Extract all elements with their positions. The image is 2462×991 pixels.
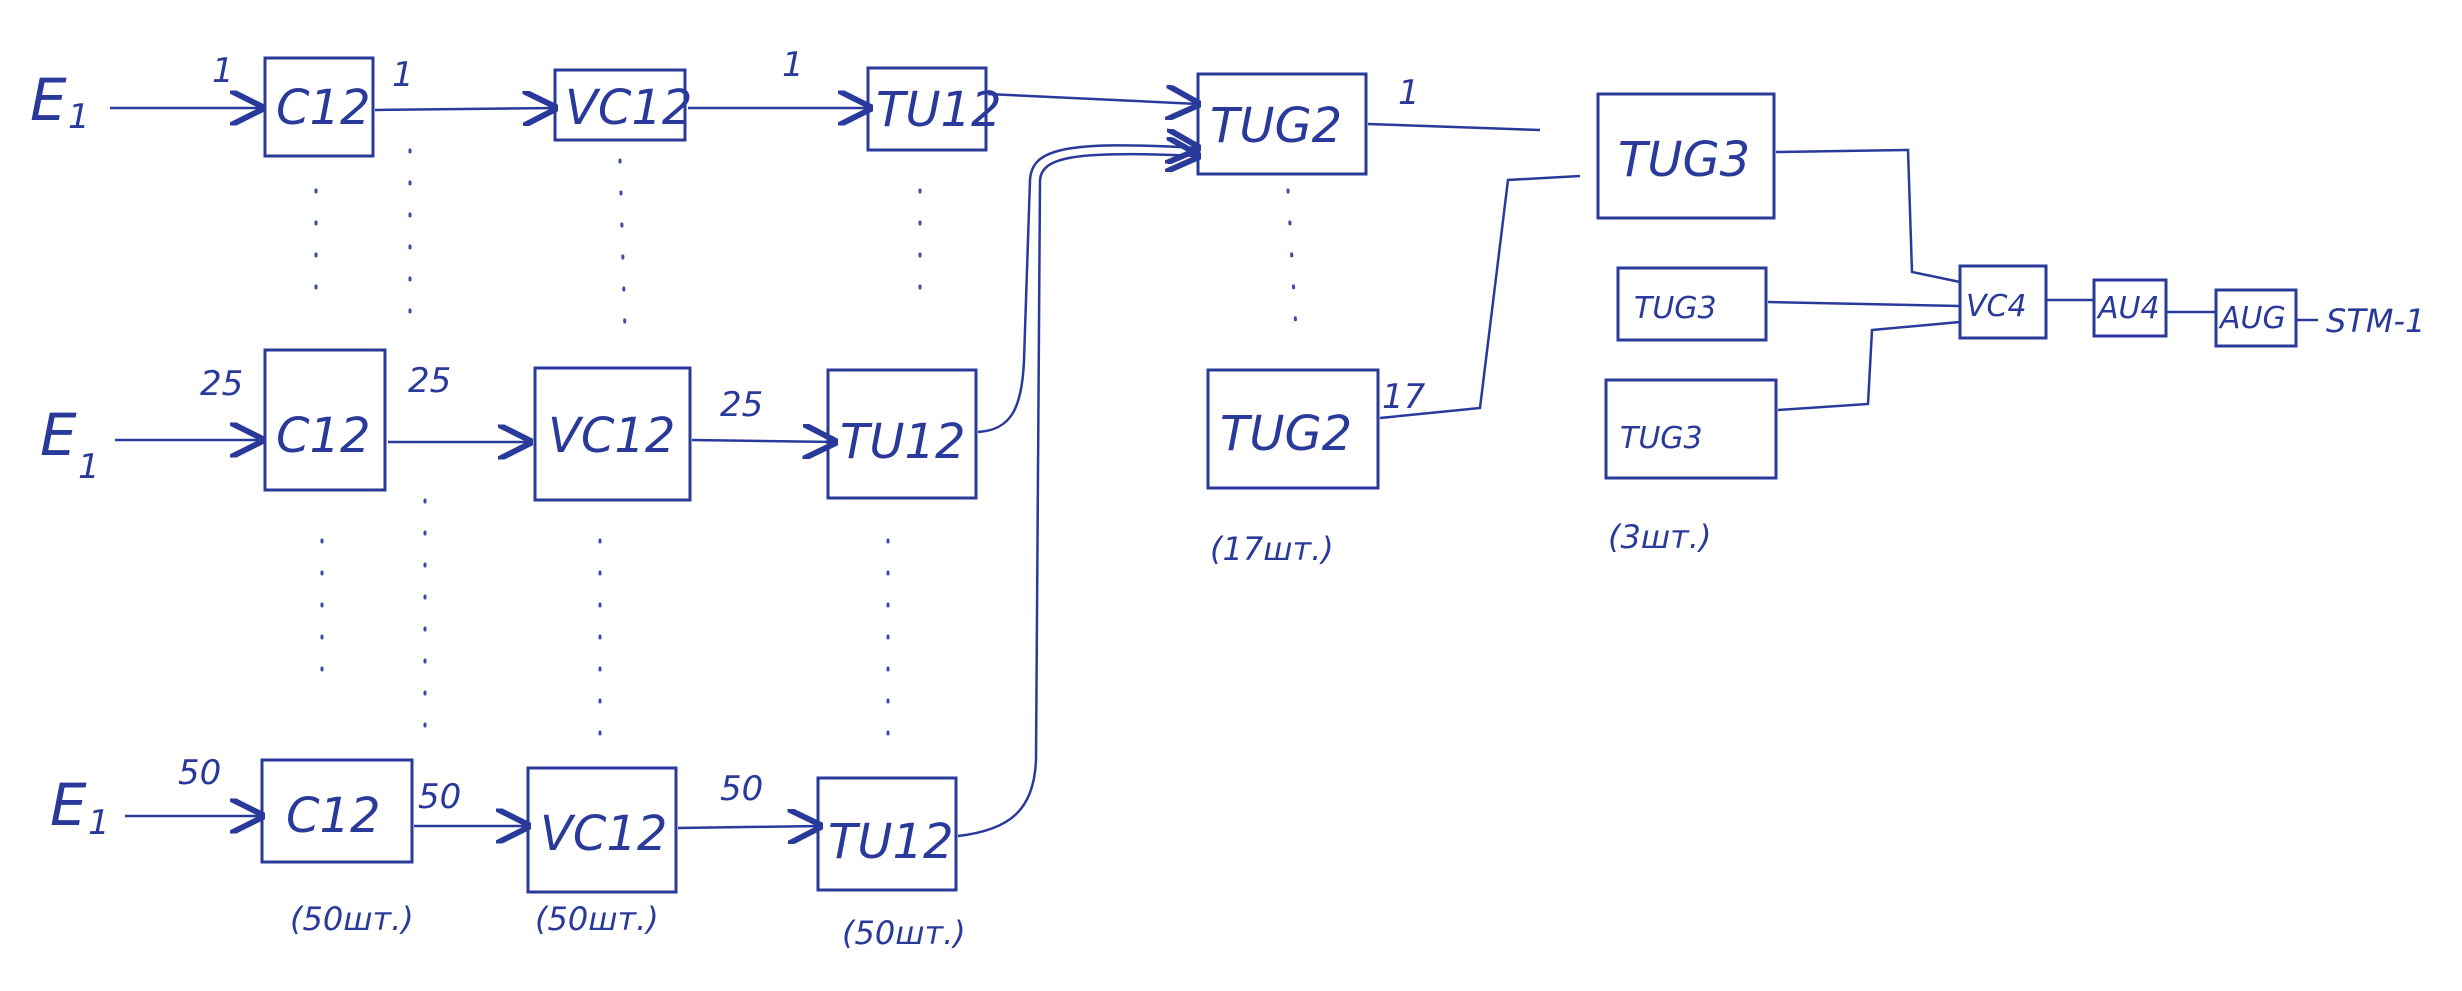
stm1-label: STM-1 [2326, 302, 2425, 340]
c12-box-row-2 [263, 348, 387, 492]
wire-tu12-to-tug2-row-1 [987, 94, 1198, 104]
aug-box [2214, 288, 2298, 348]
vc12-label-row-3: VC12 [540, 806, 667, 862]
c12-label-row-1: C12 [276, 80, 371, 136]
source-e1-row-1: E 1 [30, 66, 90, 137]
tu12-label-row-2: TU12 [840, 414, 966, 470]
source-label: E [40, 401, 77, 469]
c12-label-row-3: C12 [286, 788, 381, 844]
count-vc12: (50шт.) [535, 900, 659, 938]
vc12-output-number-25: 25 [720, 385, 763, 425]
tug2-box-bottom [1206, 368, 1380, 490]
source-label: E [50, 771, 87, 839]
vc12-box-row-3 [526, 766, 678, 894]
tug2-label-top: TUG2 [1210, 98, 1342, 154]
row-2: E 1 25 C12 25 VC12 25 TU12 [40, 145, 1198, 502]
vc12-label-row-1: VC12 [565, 80, 692, 136]
vc12-box-row-2 [533, 366, 692, 502]
aug-label: AUG [2218, 301, 2286, 336]
source-subscript: 1 [68, 97, 90, 137]
output-chain: VC4 AU4 AUG STM-1 [1958, 264, 2425, 348]
c12-output-number-1: 1 [392, 55, 414, 95]
tu12-box-row-2 [826, 368, 978, 500]
vc12-box-row-1 [553, 68, 687, 142]
c12-box-row-3 [260, 758, 414, 864]
tug3-label-middle: TUG3 [1634, 291, 1717, 326]
vc12-output-number-50: 50 [720, 769, 763, 809]
c12-output-number-25: 25 [408, 361, 451, 401]
c12-output-number-50: 50 [418, 777, 461, 817]
count-tu12: (50шт.) [842, 914, 966, 952]
wire-vc12-to-tu12-row-3 [677, 826, 820, 828]
au4-label: AU4 [2096, 291, 2160, 326]
tug3-column: TUG3 TUG3 TUG3 (3шт.) [1596, 92, 1778, 556]
tu12-label-row-1: TU12 [876, 82, 1002, 138]
wire-tu12-to-tug2-row-2 [977, 145, 1198, 434]
tug3-box-bottom [1604, 378, 1778, 480]
wire-tug3-bottom-to-vc4 [1777, 320, 1961, 412]
row-1: E 1 1 C12 1 VC12 1 TU12 [30, 45, 1198, 158]
source-e1-row-2: E 1 [40, 401, 100, 487]
tug2-label-bottom: TUG2 [1220, 406, 1352, 462]
vc12-label-row-2: VC12 [548, 408, 675, 464]
row-3: E 1 50 C12 50 VC12 50 TU12 [50, 154, 1198, 894]
count-tug2: (17шт.) [1210, 530, 1334, 568]
count-tug3: (3шт.) [1608, 518, 1711, 556]
source-subscript: 1 [88, 803, 110, 843]
source-label: E [30, 66, 67, 134]
source-e1-row-3: E 1 [50, 771, 110, 843]
tug3-label-top: TUG3 [1618, 132, 1750, 188]
tug3-box-top [1596, 92, 1776, 220]
wire-tug3-top-to-vc4 [1775, 148, 1961, 284]
vc12-output-number-1: 1 [782, 45, 804, 85]
tug2-box-top [1196, 72, 1368, 176]
wire-tu12-to-tug2-row-3 [957, 154, 1198, 838]
tug2-output-number-1: 1 [1398, 73, 1420, 113]
tu12-box-row-3 [816, 776, 958, 892]
vc4-label: VC4 [1966, 289, 2027, 324]
tu12-box-row-1 [866, 66, 988, 152]
vc4-box [1958, 264, 2048, 340]
c12-box-row-1 [263, 56, 375, 158]
dots-vc12-1-25 [618, 158, 627, 332]
tug2-output-number-17: 17 [1382, 377, 1426, 417]
wire-vc12-to-tu12-row-2 [691, 440, 835, 442]
count-c12: (50шт.) [290, 900, 414, 938]
tug3-box-middle [1616, 266, 1768, 342]
tug2-column: TUG2 1 TUG2 17 (17шт.) [1196, 72, 1581, 568]
input-number-25: 25 [200, 364, 243, 404]
source-subscript: 1 [78, 447, 100, 487]
input-number-1: 1 [212, 51, 234, 91]
input-number-50: 50 [178, 753, 221, 793]
wire-tug2-top-to-tug3 [1367, 122, 1541, 132]
wire-tug2-bottom-to-tug3 [1379, 174, 1581, 420]
dots-tug2-1-17 [1286, 188, 1298, 332]
au4-box [2092, 278, 2168, 338]
c12-label-row-2: C12 [276, 408, 371, 464]
wire-c12-to-vc12-row-1 [374, 108, 555, 110]
tug3-label-bottom: TUG3 [1620, 421, 1703, 456]
tu12-label-row-3: TU12 [828, 814, 954, 870]
wire-tug3-middle-to-vc4 [1767, 300, 1961, 308]
